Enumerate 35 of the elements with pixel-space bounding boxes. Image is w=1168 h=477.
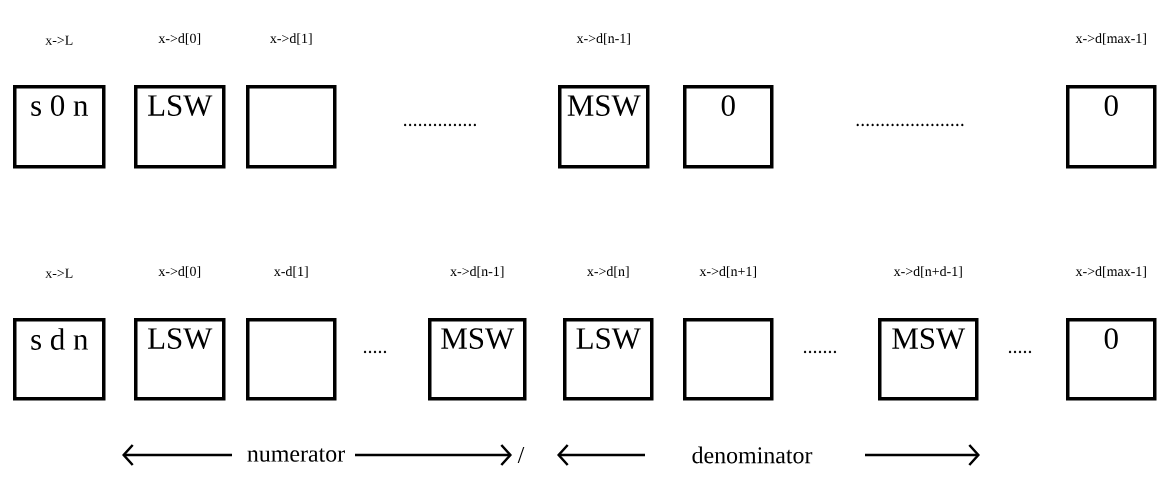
address-label: x->L (45, 268, 73, 278)
address-label: x-d[1] (273, 266, 308, 278)
span-label: / (517, 447, 525, 463)
memory-cell: 0 (1066, 318, 1157, 401)
dotted-leader: ..... (1008, 350, 1032, 354)
dotted-leader: ............... (403, 123, 477, 127)
memory-cell: s 0 n (13, 85, 106, 169)
address-label: x->d[1] (270, 33, 312, 45)
address-label: x->d[0] (158, 33, 201, 45)
memory-cell (246, 318, 337, 401)
memory-cell (683, 318, 774, 401)
memory-cell: MSW (878, 318, 979, 401)
memory-cell: MSW (428, 318, 527, 401)
memory-cell: LSW (563, 318, 654, 401)
memory-cell (246, 85, 337, 169)
dotted-leader: ...................... (856, 123, 964, 127)
address-label: x->d[n-1] (450, 266, 504, 278)
address-label: x->d[n-1] (576, 33, 630, 45)
address-label: x->d[0] (158, 266, 201, 278)
memory-cell: 0 (683, 85, 774, 169)
memory-cell: MSW (558, 85, 650, 169)
span-label: denominator (692, 446, 813, 464)
address-label: x->d[n] (587, 266, 629, 278)
address-label: x->d[max-1] (1075, 266, 1146, 278)
span-label: numerator (247, 448, 345, 462)
dotted-leader: ....... (803, 350, 837, 354)
dotted-leader: ..... (363, 350, 387, 354)
address-label: x->L (45, 35, 73, 45)
address-label: x->d[n+1] (699, 266, 756, 278)
memory-cell: 0 (1066, 85, 1157, 169)
address-label: x->d[n+d-1] (893, 266, 962, 278)
memory-cell: s d n (13, 318, 106, 401)
memory-cell: LSW (134, 318, 226, 401)
address-label: x->d[max-1] (1075, 33, 1146, 45)
memory-cell: LSW (134, 85, 226, 169)
